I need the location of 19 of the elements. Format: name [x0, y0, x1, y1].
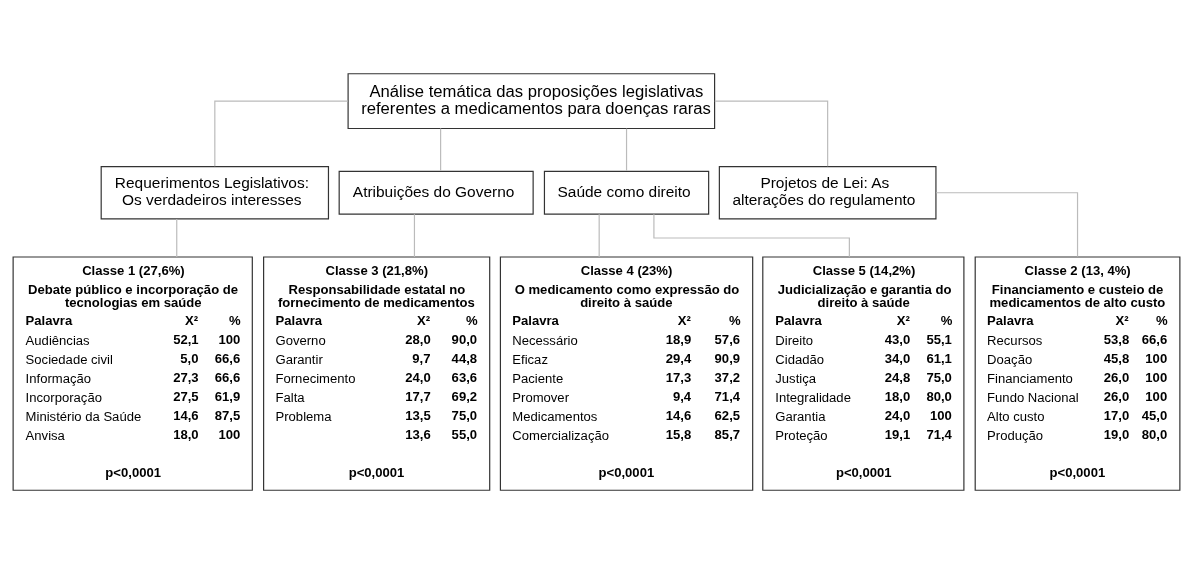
node-box: Saúde como direito — [543, 170, 710, 215]
connector — [653, 213, 850, 257]
connector — [176, 217, 178, 258]
connector — [935, 191, 1079, 257]
connector — [598, 213, 600, 258]
connector — [625, 127, 628, 171]
node-box: Projetos de Lei: As alterações do regulamento — [718, 165, 937, 220]
connector — [440, 127, 442, 171]
node-box: Classe 3 (21,8%) Responsabilidade estatal no fornecimento de medicamentos Palavra X² % Governo 28,0 90,0 Garantir 9,7 44,8 Fornecimento 24,0 63,6 Falta 17,7 69,2 Problema 13,5 75,0 13,6 55,0 p<0,0001 — [263, 255, 491, 491]
connector — [413, 213, 416, 258]
node-box: Classe 4 (23%) O medicamento como expressão do direito à saúde Palavra X² % Necessário 18,9 57,6 Eficaz 29,4 90,9 Paciente 17,3 37,2 Promover 9,4 71,4 Medicamentos 14,6 62,5 Comercialização 15,8 85,7 p<0,0001 — [499, 255, 754, 491]
connector — [714, 100, 829, 167]
node-box: Classe 5 (14,2%) Judicialização e garantia do direito à saúde Palavra X² % Direito 43,0 55,1 Cidadão 34,0 61,1 Justiça 24,8 75,0 Integralidade 18,0 80,0 Garantia 24,0 100 Proteção 19,1 71,4 p<0,0001 — [762, 255, 965, 491]
node-box: Requerimentos Legislativos: Os verdadeiros interesses — [100, 165, 330, 220]
node-box: Classe 1 (27,6%) Debate público e incorporação de tecnologias em saúde Palavra X² % Audiências 52,1 100 Sociedade civil 5,0 66,6 Informação 27,3 66,6 Incorporação 27,5 61,9 Ministério da Saúde 14,6 87,5 Anvisa 18,0 100 p<0,0001 — [12, 255, 253, 491]
connector — [214, 100, 349, 167]
node-box: Classe 2 (13, 4%) Financiamento e custeio de medicamentos de alto custo Palavra X² % Recursos 53,8 66,6 Doação 45,8 100 Financiamento 26,0 100 Fundo Nacional 26,0 100 Alto custo 17,0 45,0 Produção 19,0 80,0 p<0,0001 — [974, 255, 1181, 491]
node-box: Atribuições do Governo — [338, 170, 534, 215]
node-box: Análise temática das proposições legislativas referentes a medicamentos para doenças raras — [347, 72, 716, 129]
